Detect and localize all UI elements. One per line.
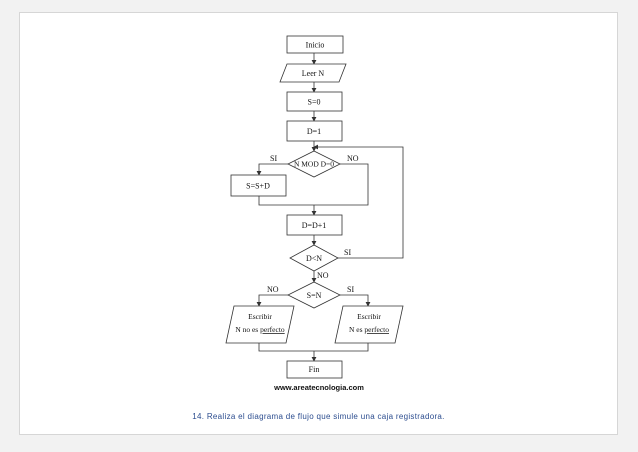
sum-label: S=S+D xyxy=(246,182,270,191)
cond3-diamond xyxy=(287,281,341,309)
cond1-label: N MOD D=0 xyxy=(294,160,334,169)
cond2-yes-label: SI xyxy=(344,248,351,257)
input-parallelogram xyxy=(279,63,347,83)
slide-page: Inicio Leer N S=0 D=1 N MOD D=0 S=S+D D=… xyxy=(19,12,618,435)
cond3-yes-label: SI xyxy=(347,285,354,294)
exercise-caption: 14. Realiza el diagrama de flujo que sim… xyxy=(192,412,445,421)
increment-label: D=D+1 xyxy=(302,221,327,230)
sum-box xyxy=(230,174,287,197)
cond1-yes-label: SI xyxy=(270,154,277,163)
init-d-box xyxy=(286,120,343,142)
connector-sum-join xyxy=(258,196,314,206)
input-label: Leer N xyxy=(302,69,325,78)
cond2-diamond xyxy=(289,244,339,272)
watermark-url: www.areatecnologia.com xyxy=(273,383,364,392)
start-box xyxy=(286,35,344,54)
init-s-label: S=0 xyxy=(308,98,321,107)
connector-cond1-no xyxy=(314,163,369,206)
output-not-perfect-title: Escribir xyxy=(248,312,272,321)
output-perfect-title: Escribir xyxy=(357,312,381,321)
output-not-perfect-box xyxy=(225,305,295,344)
connector-loop-back xyxy=(313,144,404,259)
connector-cond3-no xyxy=(256,294,288,307)
connector-cond1-yes xyxy=(256,163,288,176)
cond3-label: S=N xyxy=(307,291,322,300)
connector-outputs-join xyxy=(258,343,369,352)
output-not-perfect-text: N no es perfecto xyxy=(235,325,285,334)
init-d-label: D=1 xyxy=(307,127,321,136)
cond3-no-label: NO xyxy=(267,285,279,294)
end-label: Fin xyxy=(309,365,320,374)
cond2-no-label: NO xyxy=(317,271,329,280)
start-label: Inicio xyxy=(306,41,325,50)
init-s-box xyxy=(286,91,343,112)
cond2-label: D<N xyxy=(306,254,322,263)
output-perfect-box xyxy=(334,305,404,344)
connector-cond3-yes xyxy=(340,294,371,307)
end-box xyxy=(286,360,343,379)
flowchart-diagram: Inicio Leer N S=0 D=1 N MOD D=0 S=S+D D=… xyxy=(225,35,404,392)
cond1-no-label: NO xyxy=(347,154,359,163)
output-perfect-text: N es perfecto xyxy=(349,325,389,334)
increment-box xyxy=(286,214,343,236)
cond1-diamond xyxy=(287,150,341,178)
